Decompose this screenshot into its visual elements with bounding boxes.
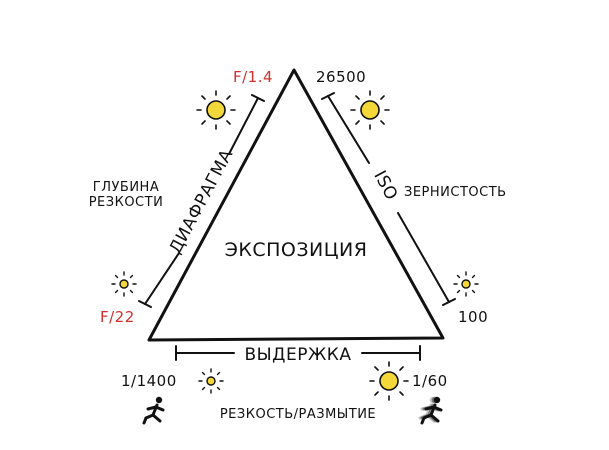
running-person-icon	[142, 396, 165, 425]
depth-of-field-line1: ГЛУБИНА	[93, 180, 159, 195]
aperture-top-value: F/1.4	[233, 68, 273, 86]
iso-bracket	[321, 92, 456, 306]
aperture-bracket	[138, 94, 265, 308]
sun-icon	[369, 361, 409, 401]
depth-of-field-line2: РЕЗКОСТИ	[89, 195, 164, 210]
shutter-bracket	[175, 345, 421, 361]
blurred-running-person-icon	[418, 396, 443, 425]
aperture-bottom-value: F/22	[100, 308, 135, 326]
iso-axis-label: ISO	[369, 167, 401, 203]
exposure-triangle	[147, 68, 445, 342]
grain-label: ЗЕРНИСТОСТЬ	[404, 185, 507, 200]
sharpness-blur-label: РЕЗКОСТЬ/РАЗМЫТИЕ	[220, 407, 376, 422]
shutter-right-value: 1/60	[412, 372, 448, 390]
shutter-left-value: 1/1400	[121, 372, 177, 390]
shutter-axis-label: ВЫДЕРЖКА	[245, 345, 352, 365]
sun-icon	[198, 368, 224, 394]
center-label: ЭКСПОЗИЦИЯ	[225, 239, 368, 261]
sun-icon	[196, 90, 236, 130]
sun-icon	[111, 271, 137, 297]
sun-icon	[453, 271, 479, 297]
iso-bottom-value: 100	[458, 308, 488, 326]
sun-icon	[350, 90, 390, 130]
iso-top-value: 26500	[316, 68, 366, 86]
